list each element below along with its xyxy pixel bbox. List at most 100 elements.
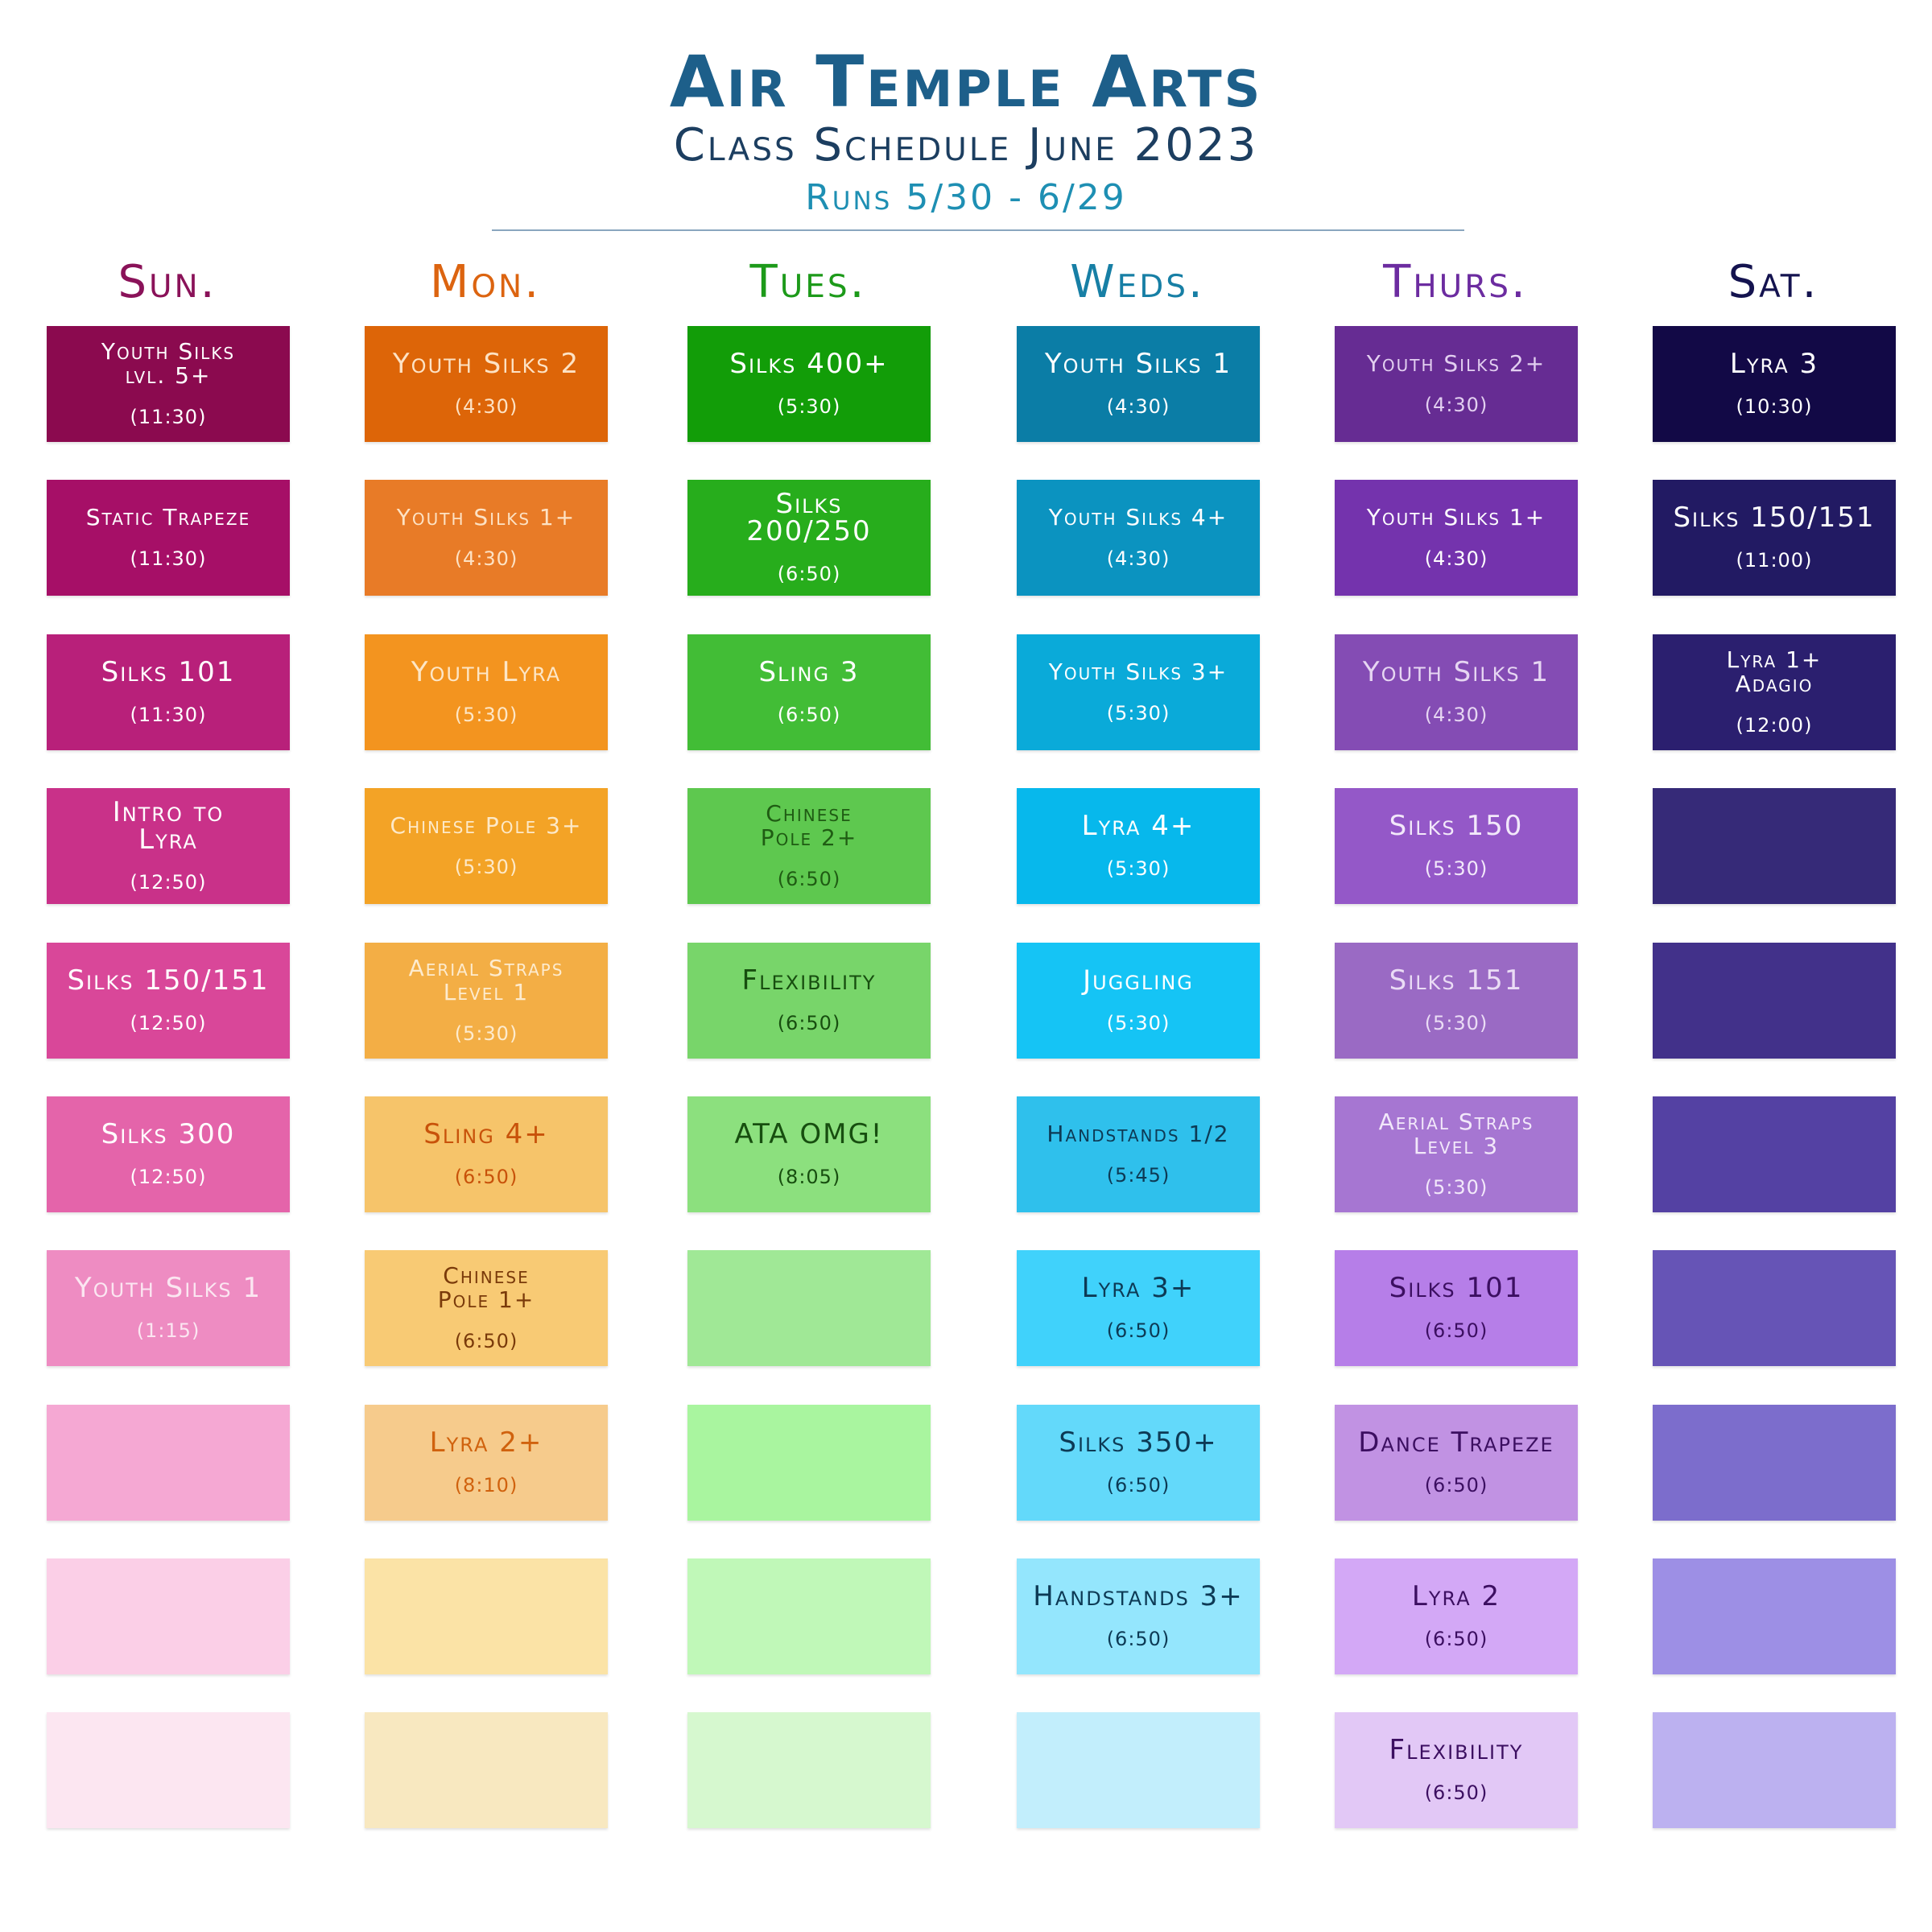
class-time: (5:30) [1424, 1176, 1488, 1199]
class-slot: Youth Silks lvl. 5+ (11:30) [47, 326, 290, 442]
class-name: Silks 350+ [1059, 1426, 1218, 1459]
class-time: (6:50) [1424, 1319, 1488, 1342]
class-time: (6:50) [1106, 1319, 1170, 1342]
class-time: (4:30) [1106, 395, 1170, 418]
class-name: Silks 300 [101, 1118, 236, 1150]
class-name: Silks 150/151 [1673, 502, 1876, 534]
class-name: Handstands 3+ [1033, 1580, 1244, 1612]
class-time: (11:30) [130, 704, 207, 726]
class-name: Silks 150 [1389, 810, 1524, 842]
class-slot: Juggling(5:30) [1017, 943, 1260, 1059]
class-time: (6:50) [1106, 1628, 1170, 1650]
empty-slot [687, 1250, 931, 1366]
empty-slot [1653, 788, 1896, 904]
class-time: (11:30) [130, 406, 207, 428]
day-header: Thurs. [1383, 256, 1528, 308]
class-slot: Flexibility(6:50) [1335, 1712, 1578, 1828]
class-name: Lyra 2 [1411, 1580, 1501, 1612]
class-slot: Youth Silks 3+(5:30) [1017, 634, 1260, 750]
class-slot: Silks 150/151(12:50) [47, 943, 290, 1059]
class-name: Silks 101 [1389, 1272, 1524, 1304]
class-slot: Lyra 2(6:50) [1335, 1558, 1578, 1674]
class-time: (5:30) [454, 1022, 518, 1045]
empty-slot [47, 1405, 290, 1521]
empty-slot [1653, 1712, 1896, 1828]
class-slot: Silks 200/250(6:50) [687, 480, 931, 596]
class-time: (5:30) [1106, 702, 1170, 724]
class-slot: Youth Silks 1(1:15) [47, 1250, 290, 1366]
class-name: Handstands 1/2 [1046, 1121, 1230, 1147]
class-slot: Silks 300(12:50) [47, 1096, 290, 1212]
class-time: (12:50) [130, 871, 207, 894]
class-slot: Youth Silks 2+ (4:30) [1335, 326, 1578, 442]
class-slot: ATA OMG!(8:05) [687, 1096, 931, 1212]
class-name: Youth Silks lvl. 5+ [101, 338, 236, 389]
empty-slot [687, 1405, 931, 1521]
class-name: Chinese Pole 2+ [760, 800, 858, 851]
class-time: (5:30) [1424, 857, 1488, 880]
class-name: Silks 400+ [729, 348, 889, 380]
class-time: (5:30) [777, 395, 841, 418]
class-name: Silks 101 [101, 656, 236, 688]
class-name: Aerial Straps Level 3 [1378, 1108, 1534, 1159]
class-slot: Aerial Straps Level 1 (5:30) [365, 943, 608, 1059]
class-slot: Handstands 1/2 (5:45) [1017, 1096, 1260, 1212]
day-header: Sat. [1728, 256, 1819, 308]
empty-slot [47, 1558, 290, 1674]
class-time: (8:10) [454, 1474, 518, 1496]
class-slot: Silks 350+(6:50) [1017, 1405, 1260, 1521]
class-slot: Dance Trapeze(6:50) [1335, 1405, 1578, 1521]
class-slot: Silks 150 (5:30) [1335, 788, 1578, 904]
class-slot: Aerial Straps Level 3 (5:30) [1335, 1096, 1578, 1212]
class-time: (6:50) [777, 704, 841, 726]
class-name: Youth Silks 4+ [1048, 504, 1228, 530]
class-time: (12:00) [1736, 714, 1813, 737]
class-slot: Lyra 3+(6:50) [1017, 1250, 1260, 1366]
class-name: Youth Silks 2+ [1366, 350, 1546, 377]
class-name: Intro to Lyra [112, 796, 225, 856]
class-time: (5:30) [1424, 1012, 1488, 1034]
class-slot: Silks 101 (6:50) [1335, 1250, 1578, 1366]
class-name: Youth Silks 2 [392, 348, 580, 380]
empty-slot [687, 1712, 931, 1828]
class-name: Aerial Straps Level 1 [408, 955, 564, 1005]
class-slot: Handstands 3+ (6:50) [1017, 1558, 1260, 1674]
class-name: Sling 3 [758, 656, 860, 688]
class-name: Youth Lyra [411, 656, 562, 688]
class-time: (5:45) [1106, 1164, 1170, 1187]
class-time: (6:50) [454, 1330, 518, 1352]
class-name: Juggling [1083, 964, 1194, 997]
day-header: Tues. [749, 256, 867, 308]
class-name: Lyra 3 [1729, 348, 1819, 380]
day-header: Mon. [430, 256, 541, 308]
class-slot: Flexibility(6:50) [687, 943, 931, 1059]
class-time: (4:30) [1424, 394, 1488, 416]
class-time: (1:15) [136, 1319, 200, 1342]
class-name: Youth Silks 1 [1044, 348, 1232, 380]
class-slot: Chinese Pole 3+(5:30) [365, 788, 608, 904]
class-name: Lyra 4+ [1081, 810, 1195, 842]
class-time: (4:30) [1424, 547, 1488, 570]
class-slot: Youth Silks 1(4:30) [1335, 634, 1578, 750]
class-time: (11:30) [130, 547, 207, 570]
class-name: Silks 150/151 [67, 964, 270, 997]
class-slot: Youth Lyra(5:30) [365, 634, 608, 750]
class-time: (6:50) [1424, 1781, 1488, 1804]
class-time: (8:05) [777, 1166, 841, 1188]
class-slot: Sling 4+(6:50) [365, 1096, 608, 1212]
class-slot: Silks 400+ (5:30) [687, 326, 931, 442]
class-slot: Youth Silks 1+(4:30) [1335, 480, 1578, 596]
empty-slot [1017, 1712, 1260, 1828]
class-slot: Chinese Pole 2+(6:50) [687, 788, 931, 904]
class-slot: Lyra 1+ Adagio(12:00) [1653, 634, 1896, 750]
class-slot: Lyra 4+(5:30) [1017, 788, 1260, 904]
page-title: Air Temple Arts [669, 40, 1263, 123]
class-name: Chinese Pole 3+ [390, 812, 583, 839]
class-slot: Youth Silks 4+(4:30) [1017, 480, 1260, 596]
class-name: Lyra 2+ [429, 1426, 543, 1459]
class-slot: Lyra 3(10:30) [1653, 326, 1896, 442]
class-name: Dance Trapeze [1358, 1426, 1554, 1459]
empty-slot [47, 1712, 290, 1828]
class-time: (6:50) [777, 1012, 841, 1034]
empty-slot [1653, 1405, 1896, 1521]
